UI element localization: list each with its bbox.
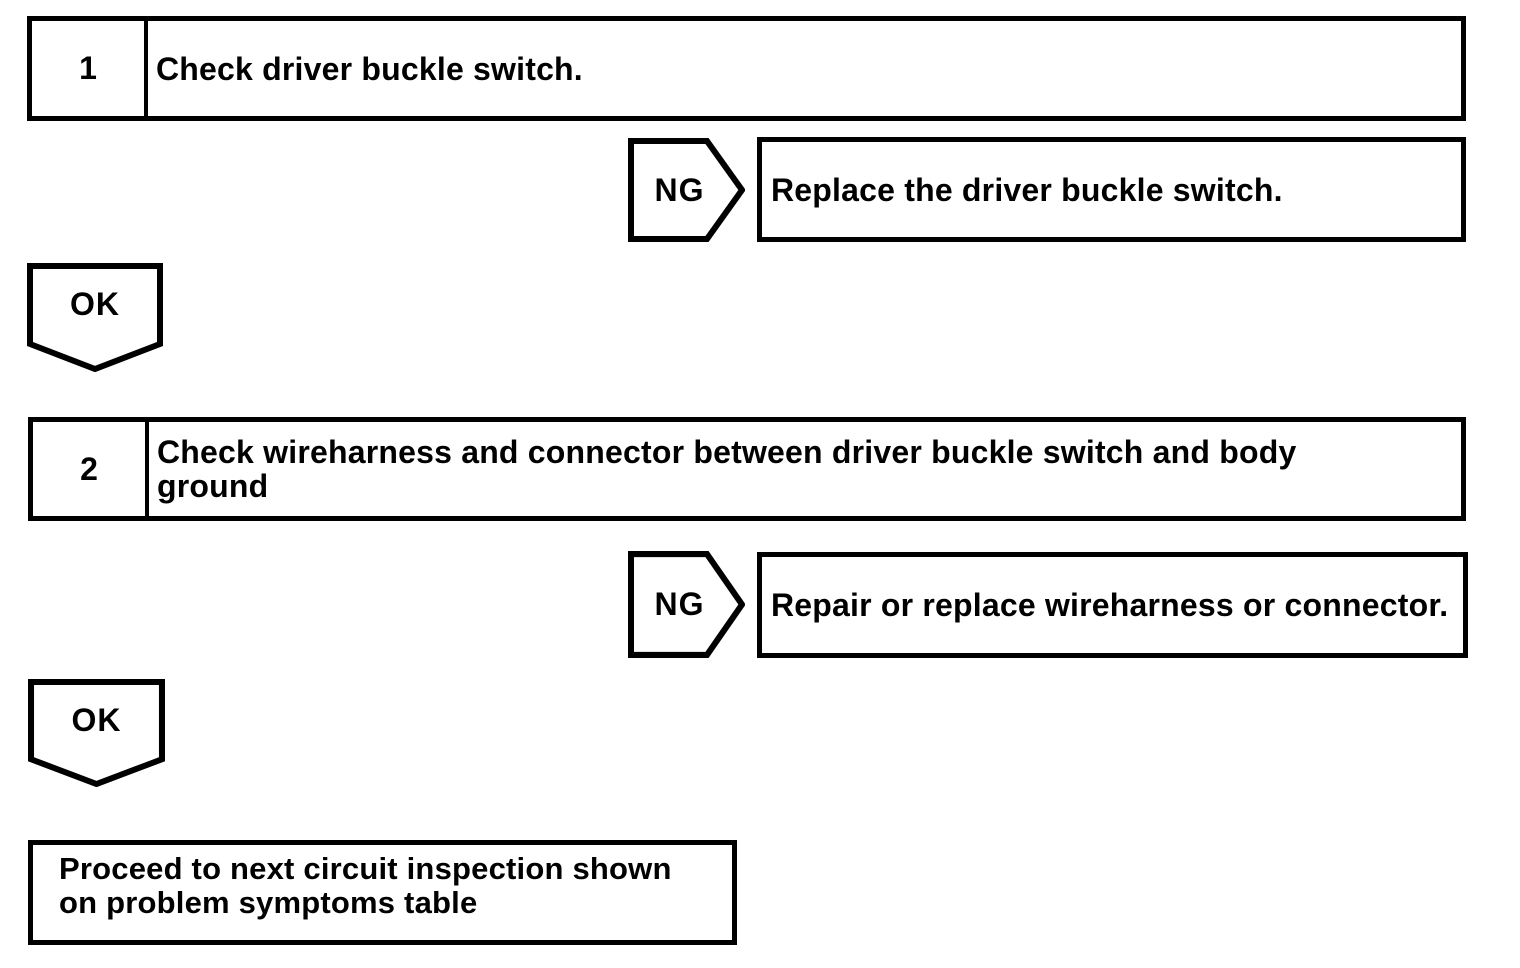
ng-label: NG bbox=[654, 586, 705, 622]
ng-arrow-right-icon bbox=[628, 138, 745, 242]
step-2-box: 2 Check wireharness and connector betwee… bbox=[28, 417, 1466, 521]
ng-result-1-text: Replace the driver buckle switch. bbox=[771, 171, 1283, 208]
step-2-title: Check wireharness and connector between … bbox=[157, 434, 1297, 504]
proceed-text: Proceed to next circuit inspection shown… bbox=[59, 851, 672, 920]
ng-branch-2: NG bbox=[628, 551, 745, 658]
ok-branch-1: OK bbox=[27, 263, 163, 372]
step-1-title: Check driver buckle switch. bbox=[156, 50, 583, 87]
ng-result-2-text: Repair or replace wireharness or connect… bbox=[771, 587, 1449, 623]
ok-arrow-down-icon bbox=[28, 679, 165, 787]
ng-branch-1: NG bbox=[628, 138, 745, 242]
ok-label: OK bbox=[71, 701, 122, 738]
ok-arrow-down-icon bbox=[27, 263, 163, 372]
ng-result-2-box: Repair or replace wireharness or connect… bbox=[757, 552, 1468, 658]
ng-arrow-right-icon bbox=[628, 551, 745, 658]
proceed-box: Proceed to next circuit inspection shown… bbox=[28, 840, 737, 945]
ok-branch-2: OK bbox=[28, 679, 165, 787]
step-1-number: 1 bbox=[32, 21, 148, 116]
step-1-box: 1 Check driver buckle switch. bbox=[27, 16, 1466, 121]
ok-label: OK bbox=[70, 286, 120, 322]
step-2-number: 2 bbox=[33, 422, 149, 516]
ng-result-1-box: Replace the driver buckle switch. bbox=[757, 137, 1466, 242]
ng-label: NG bbox=[654, 171, 705, 208]
